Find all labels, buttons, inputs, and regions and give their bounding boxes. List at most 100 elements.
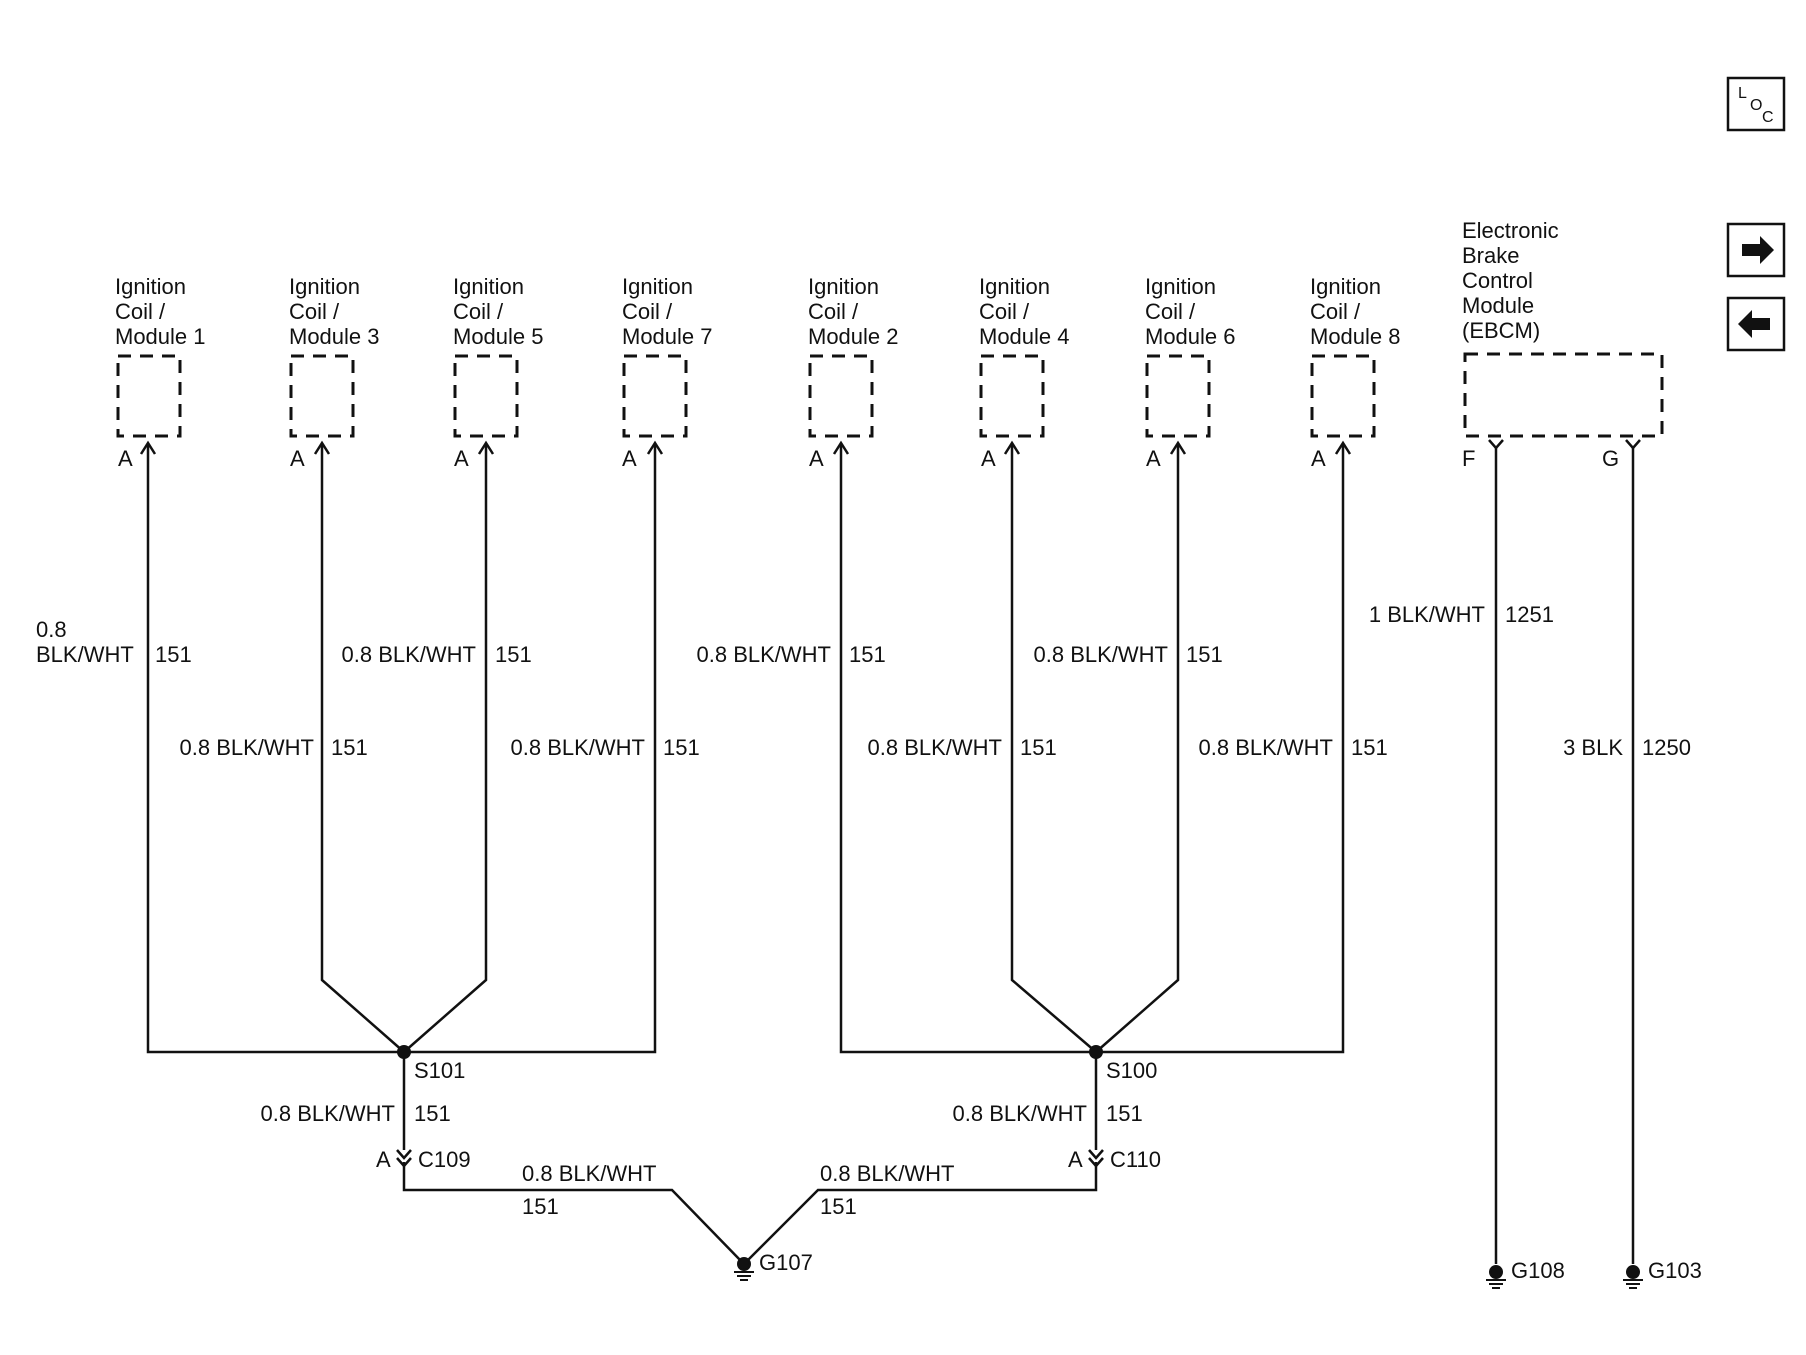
component-box <box>622 354 688 438</box>
wire-circuit-c109-g107: 151 <box>522 1194 559 1219</box>
component-box <box>1310 354 1376 438</box>
connector-c110-lower-chevron <box>1088 1157 1104 1168</box>
wire-label-s101-down: 0.8 BLK/WHT <box>261 1101 395 1126</box>
component-label-line3: Module 7 <box>622 324 713 349</box>
wire-circuit-coil-4: 151 <box>1020 735 1057 760</box>
loc-letter-l: L <box>1738 85 1747 102</box>
wire-label-c110-g107: 0.8 BLK/WHT <box>820 1161 954 1186</box>
wire-labels: 0.8 BLK/WHT 151 0.8 BLK/WHT 151 0.8 BLK/… <box>36 602 1691 1219</box>
connector-label-c109: C109 <box>418 1147 471 1172</box>
wire-coil-6 <box>1095 444 1180 1053</box>
ground-g103-icon <box>1623 1265 1643 1289</box>
wire-label-coil-6: 0.8 BLK/WHT <box>1034 642 1168 667</box>
wire-label-s100-down: 0.8 BLK/WHT <box>953 1101 1087 1126</box>
ebcm-box <box>1463 352 1664 438</box>
pin-arrow-coil-6 <box>1169 440 1187 455</box>
connector-c109-lower-chevron <box>396 1157 412 1168</box>
ebcm-label-line3: Control <box>1462 268 1533 293</box>
previous-page-button[interactable] <box>1726 296 1786 352</box>
connector-label-c110: C110 <box>1110 1147 1161 1172</box>
component-label-line2: Coil / <box>453 299 504 324</box>
location-button[interactable]: L O C <box>1726 76 1786 132</box>
wire-coil-5 <box>403 444 488 1053</box>
wire-circuit-coil-3: 151 <box>331 735 368 760</box>
wire-circuit-ebcm-f: 1251 <box>1505 602 1554 627</box>
pin-arrow-coil-4 <box>1003 440 1021 455</box>
component-label-line2: Coil / <box>808 299 859 324</box>
pin-arrow-coil-2 <box>832 440 850 455</box>
pin-arrows <box>139 439 1641 1168</box>
component-ignition-coil-7: Ignition Coil / Module 7 A <box>622 274 713 471</box>
wiring-right-group <box>745 444 1345 1263</box>
component-label-line2: Coil / <box>979 299 1030 324</box>
ground-label-g108: G108 <box>1511 1258 1565 1283</box>
pin-label-f: F <box>1462 446 1475 471</box>
splice-dot-s101 <box>397 1045 411 1059</box>
component-ignition-coil-1: Ignition Coil / Module 1 A <box>115 274 206 471</box>
loc-letter-o: O <box>1750 97 1762 114</box>
wire-label-coil-8: 0.8 BLK/WHT <box>1199 735 1333 760</box>
wire-c109-g107 <box>402 1162 743 1263</box>
wire-circuit-coil-2: 151 <box>849 642 886 667</box>
component-label-line3: Module 6 <box>1145 324 1236 349</box>
component-label-line2: Coil / <box>289 299 340 324</box>
ebcm-label-line2: Brake <box>1462 243 1519 268</box>
component-box <box>808 354 874 438</box>
wire-circuit-s100-down: 151 <box>1106 1101 1143 1126</box>
arrow-left-icon <box>1738 310 1770 338</box>
wire-coil-1 <box>146 444 404 1054</box>
component-ignition-coil-5: Ignition Coil / Module 5 A <box>453 274 544 471</box>
wire-label-coil-2: 0.8 BLK/WHT <box>697 642 831 667</box>
wire-circuit-c110-g107: 151 <box>820 1194 857 1219</box>
component-box <box>1145 354 1211 438</box>
location-icon[interactable] <box>1726 76 1786 132</box>
wire-label-coil-1-color: BLK/WHT <box>36 642 134 667</box>
component-label-line1: Ignition <box>115 274 186 299</box>
pin-label: A <box>1146 446 1161 471</box>
wire-circuit-ebcm-g: 1250 <box>1642 735 1691 760</box>
component-label-line3: Module 4 <box>979 324 1070 349</box>
pin-arrow-coil-3 <box>313 440 331 455</box>
component-label-line2: Coil / <box>115 299 166 324</box>
wire-c110-g107 <box>745 1162 1098 1263</box>
pin-arrow-coil-7 <box>646 440 664 455</box>
component-label-line1: Ignition <box>453 274 524 299</box>
component-label-line3: Module 2 <box>808 324 899 349</box>
wire-circuit-coil-5: 151 <box>495 642 532 667</box>
component-label-line1: Ignition <box>289 274 360 299</box>
splice-label-s100: S100 <box>1106 1058 1157 1083</box>
component-ignition-coil-8: Ignition Coil / Module 8 A <box>1310 274 1401 471</box>
loc-letter-c: C <box>1762 109 1774 126</box>
pin-arrow-coil-8 <box>1334 440 1352 455</box>
ebcm-label-line4: Module <box>1462 293 1534 318</box>
connector-pin-c110: A <box>1068 1147 1083 1172</box>
component-label-line1: Ignition <box>808 274 879 299</box>
next-page-button[interactable] <box>1726 222 1786 278</box>
pin-label-g: G <box>1602 446 1619 471</box>
ground-label-g107: G107 <box>759 1250 813 1275</box>
component-ebcm: Electronic Brake Control Module (EBCM) F… <box>1462 218 1664 471</box>
component-label-line3: Module 3 <box>289 324 380 349</box>
component-label-line1: Ignition <box>622 274 693 299</box>
component-label-line2: Coil / <box>622 299 673 324</box>
pin-label: A <box>622 446 637 471</box>
wire-coil-7 <box>404 444 657 1054</box>
pin-label: A <box>809 446 824 471</box>
component-box <box>979 354 1045 438</box>
ebcm-label-line5: (EBCM) <box>1462 318 1540 343</box>
wire-label-c109-g107: 0.8 BLK/WHT <box>522 1161 656 1186</box>
component-ignition-coil-4: Ignition Coil / Module 4 A <box>979 274 1070 471</box>
pin-fork-ebcm-f <box>1488 439 1504 450</box>
component-ignition-coil-6: Ignition Coil / Module 6 A <box>1145 274 1236 471</box>
wiring-ebcm-group <box>1494 446 1635 1264</box>
pin-label: A <box>454 446 469 471</box>
ebcm-label-line1: Electronic <box>1462 218 1559 243</box>
wire-label-coil-5: 0.8 BLK/WHT <box>342 642 476 667</box>
wire-circuit-coil-8: 151 <box>1351 735 1388 760</box>
wiring-left-group <box>146 444 743 1263</box>
ground-g107-icon <box>734 1257 754 1281</box>
wire-label-ebcm-g: 3 BLK <box>1563 735 1623 760</box>
pin-arrow-coil-1 <box>139 440 157 455</box>
component-box <box>289 354 355 438</box>
connector-c109-upper-chevron <box>396 1149 412 1160</box>
